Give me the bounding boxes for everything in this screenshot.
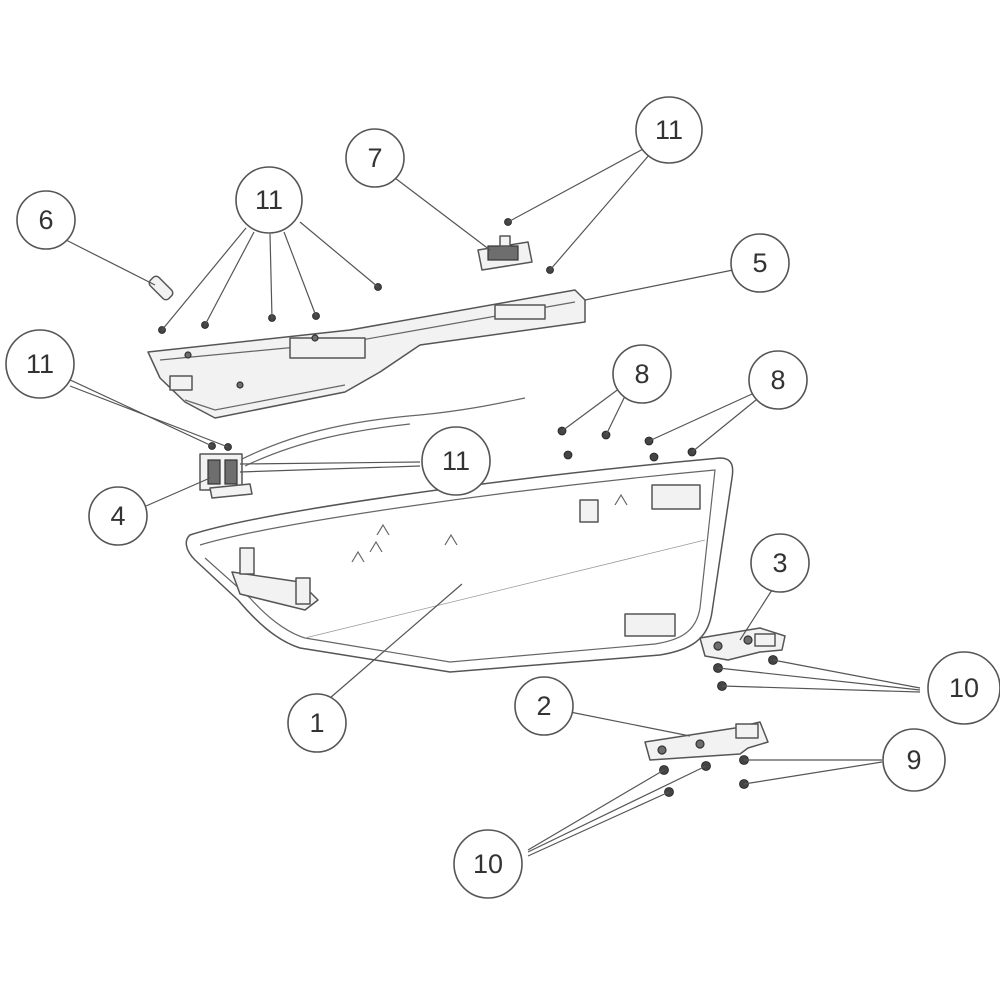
part-2-lower-hinge xyxy=(644,721,769,761)
part-4-latch xyxy=(199,397,526,499)
callout-10-bottom: 10 xyxy=(453,829,523,899)
callout-3: 3 xyxy=(750,533,810,593)
callout-11-left: 11 xyxy=(5,329,75,399)
callout-11-middle: 11 xyxy=(421,426,491,496)
svg-text:4: 4 xyxy=(110,501,125,531)
svg-text:7: 7 xyxy=(367,143,382,173)
callout-6: 6 xyxy=(16,190,76,250)
svg-text:1: 1 xyxy=(309,708,324,738)
svg-text:3: 3 xyxy=(772,548,787,578)
callout-5: 5 xyxy=(730,233,790,293)
svg-text:8: 8 xyxy=(634,359,649,389)
callout-8-left: 8 xyxy=(612,344,672,404)
callout-7: 7 xyxy=(345,128,405,188)
callout-10-right: 10 xyxy=(927,651,1000,725)
callout-4: 4 xyxy=(88,486,148,546)
part-6-pin xyxy=(148,275,174,301)
svg-text:11: 11 xyxy=(442,446,470,476)
svg-text:6: 6 xyxy=(38,205,53,235)
svg-text:8: 8 xyxy=(770,365,785,395)
callout-11-top-right: 11 xyxy=(635,96,703,164)
svg-text:11: 11 xyxy=(655,115,683,145)
callout-9: 9 xyxy=(882,728,946,792)
svg-text:10: 10 xyxy=(949,673,979,703)
part-5-frame-bracket xyxy=(147,289,586,419)
callout-2: 2 xyxy=(514,676,574,736)
svg-text:10: 10 xyxy=(473,849,503,879)
callout-1: 1 xyxy=(287,693,347,753)
part-1-door-panel xyxy=(185,457,734,673)
part-7-clip xyxy=(477,235,533,271)
part-3-upper-hinge xyxy=(699,627,786,661)
leader-lines xyxy=(65,147,921,857)
callout-8-right: 8 xyxy=(748,350,808,410)
callout-11-top-left: 11 xyxy=(235,166,303,234)
svg-text:11: 11 xyxy=(26,349,54,379)
svg-text:2: 2 xyxy=(536,691,551,721)
svg-text:5: 5 xyxy=(752,248,767,278)
svg-text:9: 9 xyxy=(906,745,921,775)
svg-text:11: 11 xyxy=(255,185,283,215)
